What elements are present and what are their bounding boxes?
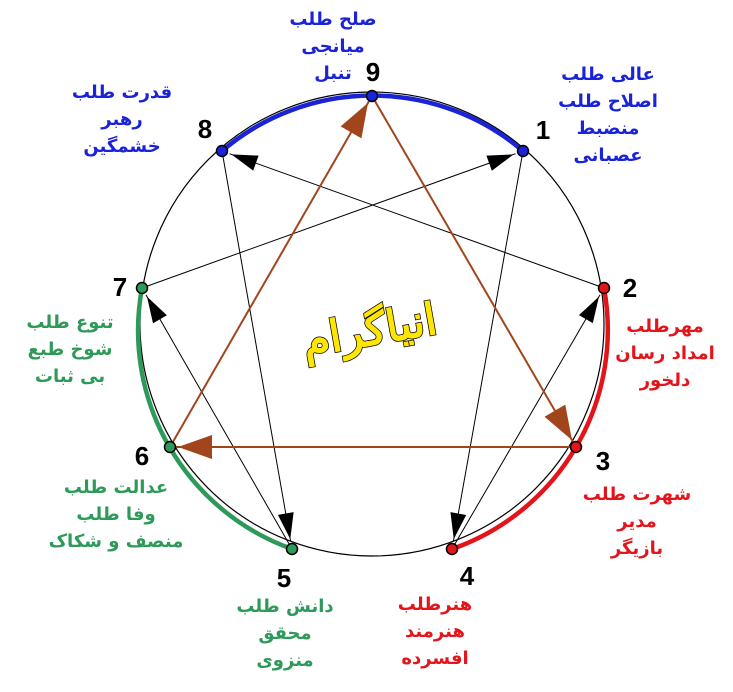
trait-label-3-2: مدیر xyxy=(616,511,657,532)
node-number-1: 1 xyxy=(536,115,550,145)
trait-label-7-3: بی ثبات xyxy=(35,366,105,387)
triangle-arrowhead-6-9 xyxy=(340,102,369,139)
trait-label-9-2: میانجی xyxy=(301,36,364,57)
trait-label-3-3: بازیگر xyxy=(610,537,663,559)
node-6 xyxy=(163,440,177,454)
trait-label-4-1: هنرطلب xyxy=(398,594,472,615)
node-number-9: 9 xyxy=(366,57,380,87)
trait-label-3-1: شهرت طلب xyxy=(583,484,692,505)
node-9 xyxy=(365,89,379,103)
trait-label-8-3: خشمگین xyxy=(83,135,160,157)
triangle-line-9-3 xyxy=(371,95,577,448)
trait-label-1-2: اصلاح طلب xyxy=(558,91,658,112)
hexad-line-5-7 xyxy=(145,294,293,550)
node-3 xyxy=(569,440,583,454)
triangle-arrowhead-9-3 xyxy=(544,404,572,441)
node-number-3: 3 xyxy=(596,446,610,476)
trait-label-4-3: افسرده xyxy=(401,648,468,669)
trait-label-9-3: تنبل xyxy=(314,63,352,84)
trait-label-6-1: عدالت طلب xyxy=(64,477,168,498)
hexad-line-8-5 xyxy=(221,150,292,542)
trait-label-6-2: وفا طلب xyxy=(76,504,155,525)
trait-label-7-1: تنوع طلب xyxy=(26,312,113,333)
node-number-2: 2 xyxy=(623,273,637,303)
trait-label-1-4: عصبانی xyxy=(573,145,642,166)
hexad-arrowhead-2-8 xyxy=(231,154,259,171)
node-5 xyxy=(285,542,299,556)
trait-label-9-1: صلح طلب xyxy=(289,9,376,30)
center-title: انیاگرام xyxy=(298,293,441,369)
trait-label-2-2: امداد رسان xyxy=(615,343,715,364)
node-8 xyxy=(215,144,229,158)
node-1 xyxy=(516,144,530,158)
trait-label-5-3: منزوی xyxy=(256,650,313,671)
hexad-line-7-1 xyxy=(141,153,516,289)
trait-label-1-1: عالی طلب xyxy=(561,64,655,85)
node-number-8: 8 xyxy=(198,114,212,144)
trait-label-2-1: مهرطلب xyxy=(626,316,704,337)
hexad-line-2-8 xyxy=(229,153,605,289)
hexad-arrowhead-1-4 xyxy=(450,512,467,540)
node-4 xyxy=(445,542,459,556)
node-number-6: 6 xyxy=(135,441,149,471)
hexad-line-1-4 xyxy=(452,150,524,542)
node-number-5: 5 xyxy=(277,563,291,593)
hexad-arrowhead-5-7 xyxy=(146,296,167,324)
node-number-7: 7 xyxy=(113,272,127,302)
hexad-arrowhead-7-1 xyxy=(486,154,514,171)
hexad-line-4-2 xyxy=(451,294,601,550)
triangle-line-6-9 xyxy=(169,95,373,448)
trait-label-5-1: دانش طلب xyxy=(236,596,333,617)
trait-label-1-3: منضبط xyxy=(577,118,640,139)
hexad-arrowhead-4-2 xyxy=(578,296,599,324)
node-number-4: 4 xyxy=(460,561,475,591)
trait-label-5-2: محقق xyxy=(258,623,311,644)
trait-label-6-3: منصف و شکاک xyxy=(49,531,184,552)
trait-label-2-3: دلخور xyxy=(639,370,691,391)
node-2 xyxy=(597,281,611,295)
node-7 xyxy=(135,281,149,295)
trait-label-4-2: هنرمند xyxy=(405,621,465,642)
hexad-arrowhead-8-5 xyxy=(277,512,294,540)
trait-label-7-2: شوخ طبع xyxy=(28,339,113,360)
group-arc-1 xyxy=(220,93,525,153)
trait-label-8-2: رهبر xyxy=(100,109,142,130)
trait-label-8-1: قدرت طلب xyxy=(72,82,172,103)
triangle-arrowhead-3-6 xyxy=(178,435,212,459)
